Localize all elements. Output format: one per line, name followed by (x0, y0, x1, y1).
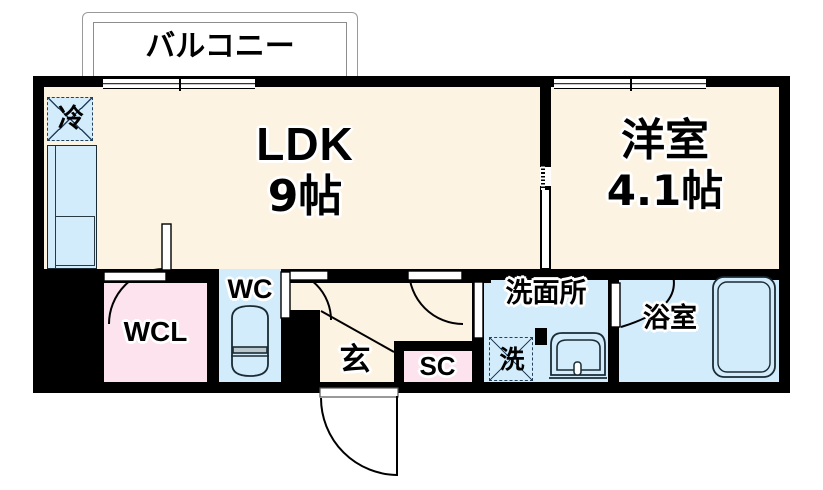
kitchen-sink-basin (55, 216, 95, 266)
washing-machine-marker: 洗 (489, 337, 533, 381)
interior-wall-bedroom-bottom (491, 269, 779, 280)
entrance-door-swing (319, 387, 399, 476)
exterior-wall-bottom (33, 382, 790, 393)
room-bedroom (551, 87, 779, 269)
kitchen-counter-edge-line (55, 146, 57, 268)
balcony-outline-inner (93, 22, 347, 78)
room-ldk (44, 87, 540, 269)
wall-sc-left (394, 341, 404, 393)
balcony-sliding-door[interactable] (103, 76, 255, 91)
interior-wall-washroom-bathroom (608, 280, 619, 382)
room-entrance (320, 310, 394, 382)
interior-wall-ldk-bottom-right (281, 269, 491, 283)
refrigerator-label: 冷 (57, 104, 84, 134)
wall-vanity-divider (535, 328, 547, 345)
bedroom-window[interactable] (554, 76, 706, 91)
exterior-wall-left (33, 76, 44, 393)
exterior-wall-right (779, 76, 790, 393)
wall-block-left-of-entrance (281, 310, 320, 393)
wall-block-left-of-wcl (33, 269, 104, 393)
room-shoe-closet (403, 350, 472, 382)
room-bathroom (619, 269, 779, 382)
interior-wall-washroom-left (472, 280, 484, 393)
wall-block-between-wcl-wc (207, 269, 219, 393)
exterior-wall-top (33, 76, 790, 87)
ldk-bedroom-partition-leaf (541, 190, 550, 268)
room-wc (219, 269, 281, 382)
wall-block-under-wcl (104, 382, 219, 393)
interior-wall-ldk-bedroom-top (540, 87, 551, 167)
washing-machine-label: 洗 (499, 345, 525, 374)
wall-sc-top (394, 341, 484, 351)
refrigerator-marker: 冷 (47, 97, 93, 141)
room-wcl (104, 283, 207, 382)
